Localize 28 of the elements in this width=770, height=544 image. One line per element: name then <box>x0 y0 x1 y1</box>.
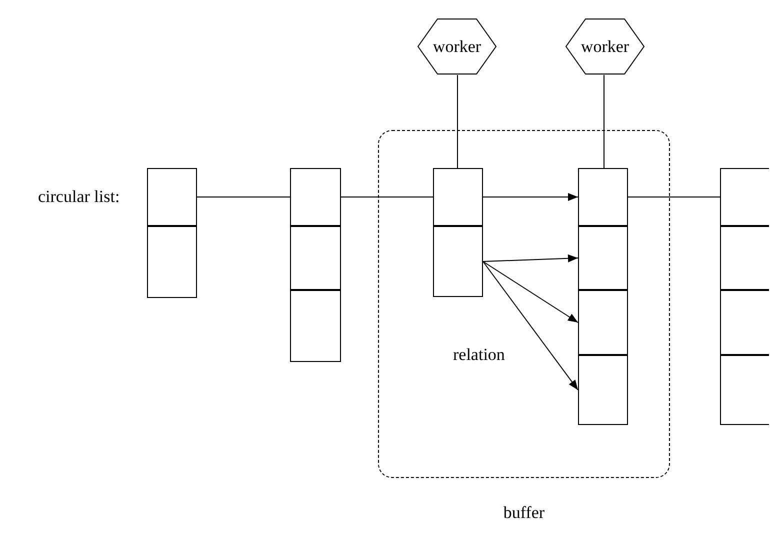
arrow <box>482 261 578 323</box>
array-cell <box>578 355 628 425</box>
connector-line <box>340 196 434 198</box>
array-cell <box>290 226 341 290</box>
connector-line <box>196 196 290 198</box>
connector-line <box>457 74 458 168</box>
array-cell <box>578 226 628 290</box>
node-label: worker <box>580 36 630 56</box>
array-cell <box>720 290 769 355</box>
array-cell <box>578 168 628 226</box>
array-cell <box>720 355 769 425</box>
array-cell <box>578 290 628 355</box>
array-cell <box>290 290 341 362</box>
array-cell <box>147 168 197 226</box>
array-cell <box>433 168 483 226</box>
arrow <box>482 254 578 262</box>
region-label: buffer <box>502 503 546 523</box>
list-label: circular list: <box>38 187 120 207</box>
node-label: worker <box>432 36 482 56</box>
relation-label: relation <box>453 345 505 365</box>
connector-line <box>628 196 720 198</box>
array-cell <box>147 226 197 298</box>
arrow <box>482 193 578 201</box>
array-cell <box>433 226 483 297</box>
arrow <box>482 261 578 390</box>
array-cell <box>720 168 769 226</box>
array-cell <box>720 226 769 290</box>
array-cell <box>290 168 341 226</box>
